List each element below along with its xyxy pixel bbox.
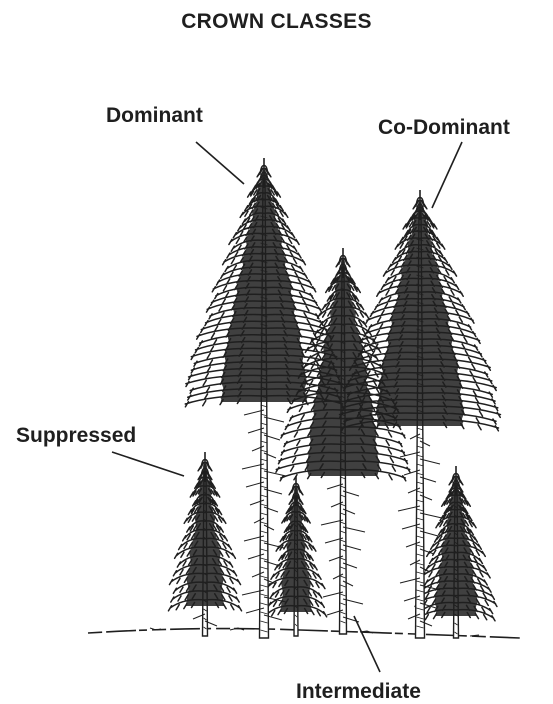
label-suppressed: Suppressed [16, 424, 136, 448]
dominant-leader-line [196, 142, 244, 184]
label-co-dominant: Co-Dominant [378, 116, 510, 140]
intermediate-leader-line [354, 616, 380, 672]
co-dominant-leader-line [432, 142, 462, 208]
suppressed-leader-line [112, 452, 184, 476]
label-dominant: Dominant [106, 104, 203, 128]
tree-suppressed [168, 452, 241, 636]
tree-small-middle [265, 476, 326, 636]
label-intermediate: Intermediate [296, 680, 421, 704]
